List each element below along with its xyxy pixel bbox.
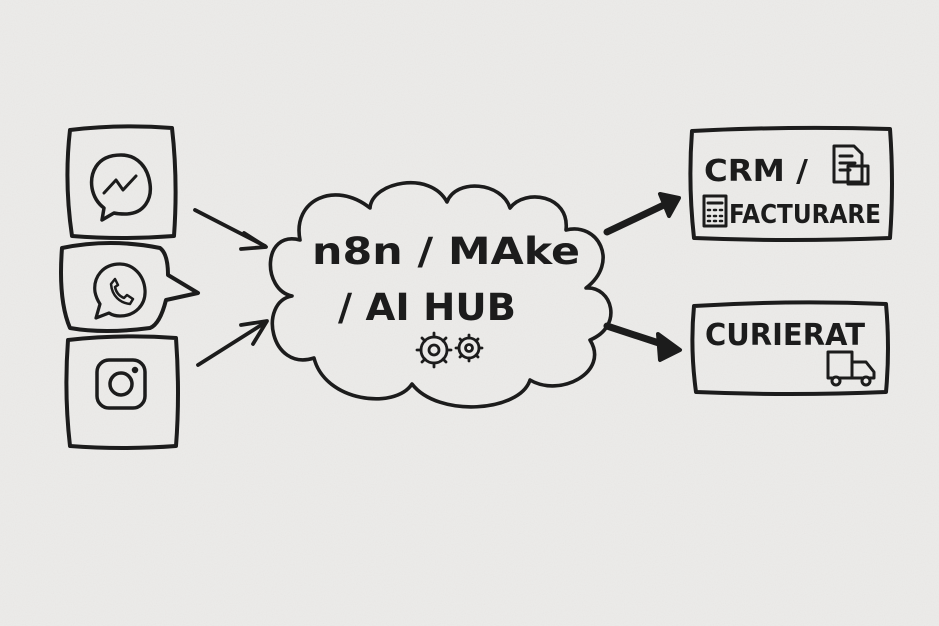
instagram-icon bbox=[95, 358, 147, 410]
truck-icon bbox=[826, 350, 876, 387]
arrow-instagram-to-hub bbox=[196, 319, 269, 367]
arrow-hub-to-courier bbox=[603, 322, 682, 362]
arrow-messenger-to-hub bbox=[193, 208, 268, 251]
hub-label-line1: n8n / MAke bbox=[312, 230, 580, 273]
document-icon bbox=[832, 144, 870, 186]
messenger-icon bbox=[89, 153, 153, 222]
source-whatsapp bbox=[59, 241, 200, 333]
hub-label-line2: / AI HUB bbox=[338, 286, 516, 329]
target-crm-facturare bbox=[688, 125, 894, 242]
whatsapp-icon bbox=[93, 262, 147, 320]
target-curierat bbox=[690, 300, 890, 396]
crm-label: CRM / bbox=[704, 154, 808, 189]
curierat-label: CURIERAT bbox=[705, 318, 866, 353]
arrow-hub-to-crm bbox=[603, 192, 681, 236]
facturare-label: FACTURARE bbox=[729, 200, 881, 230]
source-instagram bbox=[64, 334, 180, 450]
gears-icon bbox=[415, 331, 484, 369]
source-messenger bbox=[65, 124, 178, 240]
calculator-icon bbox=[702, 194, 728, 228]
